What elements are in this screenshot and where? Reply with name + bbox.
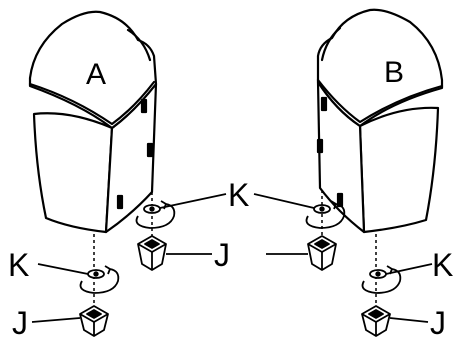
leader-lines	[31, 193, 433, 323]
label-j-center: J	[214, 237, 230, 273]
label-b: B	[384, 56, 404, 89]
right-slot-2	[316, 138, 324, 154]
left-slot-1	[140, 98, 148, 114]
right-piping	[316, 78, 444, 124]
right-seat-front	[358, 106, 440, 234]
left-seat-front	[32, 112, 114, 234]
leader-k-left-outer	[37, 263, 89, 275]
left-crease	[126, 28, 152, 62]
leader-j-left-outer	[31, 317, 81, 323]
glide-foot-left-inner	[137, 235, 167, 271]
leader-j-right-outer	[389, 317, 429, 323]
leader-k-right-inner	[253, 193, 315, 209]
label-k-right: K	[432, 247, 453, 283]
left-sofa-section	[28, 10, 158, 234]
swivel-plate-right-inner	[305, 200, 346, 229]
swivel-plate-left-inner	[135, 200, 176, 229]
glide-foot-right-inner	[307, 235, 337, 271]
left-slot-2	[146, 142, 154, 158]
right-slot-1	[320, 96, 328, 112]
right-crease	[320, 26, 342, 62]
label-j-right: J	[430, 305, 446, 340]
label-a: A	[86, 58, 106, 91]
glide-foot-left-outer	[79, 305, 109, 337]
swivel-plate-left-outer	[79, 265, 120, 294]
left-slot-3	[116, 194, 124, 210]
left-piping	[28, 80, 156, 126]
label-k-center: K	[228, 177, 249, 213]
right-sofa-section	[316, 8, 444, 234]
glide-foot-right-outer	[361, 305, 391, 337]
swivel-plate-right-outer	[361, 265, 402, 294]
label-j-left: J	[12, 305, 28, 340]
leader-k-right-outer	[385, 263, 433, 275]
label-k-left: K	[8, 247, 29, 283]
leader-k-left-inner	[159, 193, 227, 209]
